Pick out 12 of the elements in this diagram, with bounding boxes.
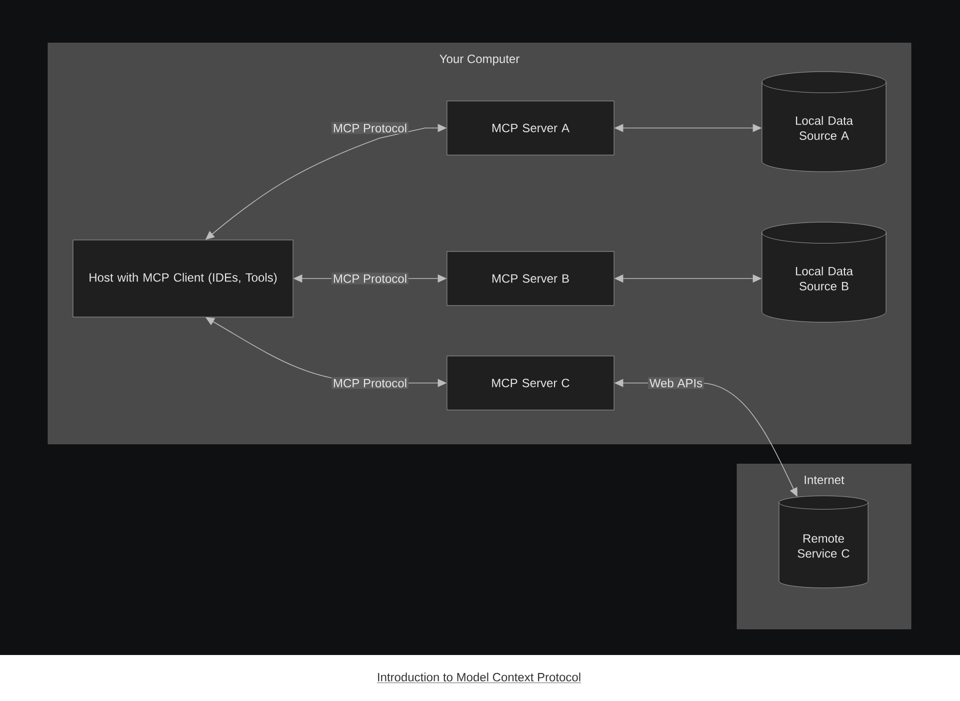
database-cylinder: Local Data Source A <box>762 71 886 172</box>
process-box: MCP Server C <box>446 356 614 410</box>
caption-link: Introduction to Model Context Protocol <box>376 672 582 684</box>
edge-label: MCP Protocol <box>332 377 409 389</box>
database-cylinder: Local Data Source B <box>762 222 886 322</box>
edge-label: MCP Protocol <box>332 272 409 284</box>
process-box: MCP Server B <box>446 251 614 306</box>
process-box: Host with MCP Client (IDEs, Tools) <box>72 240 294 318</box>
process-box: MCP Server A <box>446 100 614 156</box>
database-cylinder: Remote Service C <box>778 496 868 588</box>
edge-label: Web APIs <box>648 377 704 389</box>
edge-label: MCP Protocol <box>332 122 409 134</box>
